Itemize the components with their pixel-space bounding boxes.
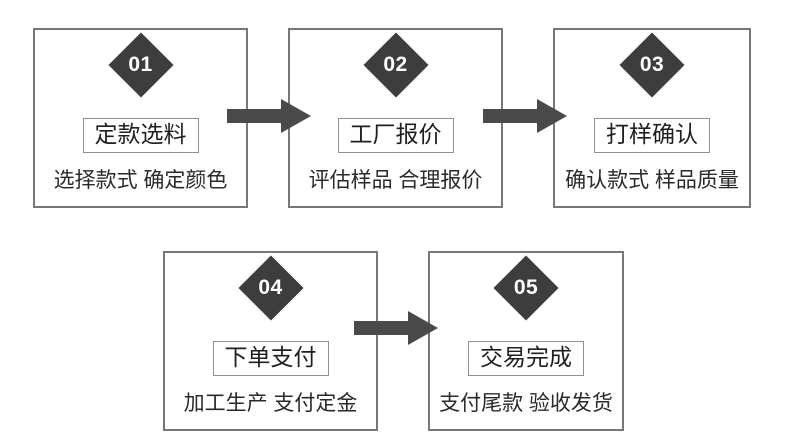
step-number-03: 03 xyxy=(639,53,665,76)
arrow-right-icon-01-to-02 xyxy=(227,99,311,133)
step-box-01[interactable]: 01 定款选料 选择款式 确定颜色 xyxy=(33,28,248,208)
step-subtitle-01: 选择款式 确定颜色 xyxy=(53,169,228,192)
step-subtitle-05: 支付尾款 验收发货 xyxy=(439,392,613,415)
step-title-03: 打样确认 xyxy=(594,118,710,154)
step-number-02: 02 xyxy=(383,53,408,76)
step-box-02[interactable]: 02 工厂报价 评估样品 合理报价 xyxy=(288,28,503,208)
step-box-05[interactable]: 05 交易完成 支付尾款 验收发货 xyxy=(428,251,624,431)
arrow-right-icon-02-to-03 xyxy=(483,99,567,133)
arrow-right-icon-04-to-05 xyxy=(354,311,438,345)
step-box-04[interactable]: 04 下单支付 加工生产 支付定金 xyxy=(163,251,378,431)
step-title-04: 下单支付 xyxy=(212,341,329,377)
step-box-03[interactable]: 03 打样确认 确认款式 样品质量 xyxy=(553,28,751,208)
step-subtitle-04: 加工生产 支付定金 xyxy=(183,392,358,415)
step-title-05: 交易完成 xyxy=(468,341,584,377)
step-title-01: 定款选料 xyxy=(82,118,199,154)
step-subtitle-02: 评估样品 合理报价 xyxy=(308,169,483,192)
step-number-05: 05 xyxy=(513,276,539,299)
step-number-04: 04 xyxy=(258,276,283,299)
step-title-02: 工厂报价 xyxy=(337,118,454,154)
step-subtitle-03: 确认款式 样品质量 xyxy=(565,169,739,192)
step-number-01: 01 xyxy=(128,53,153,76)
